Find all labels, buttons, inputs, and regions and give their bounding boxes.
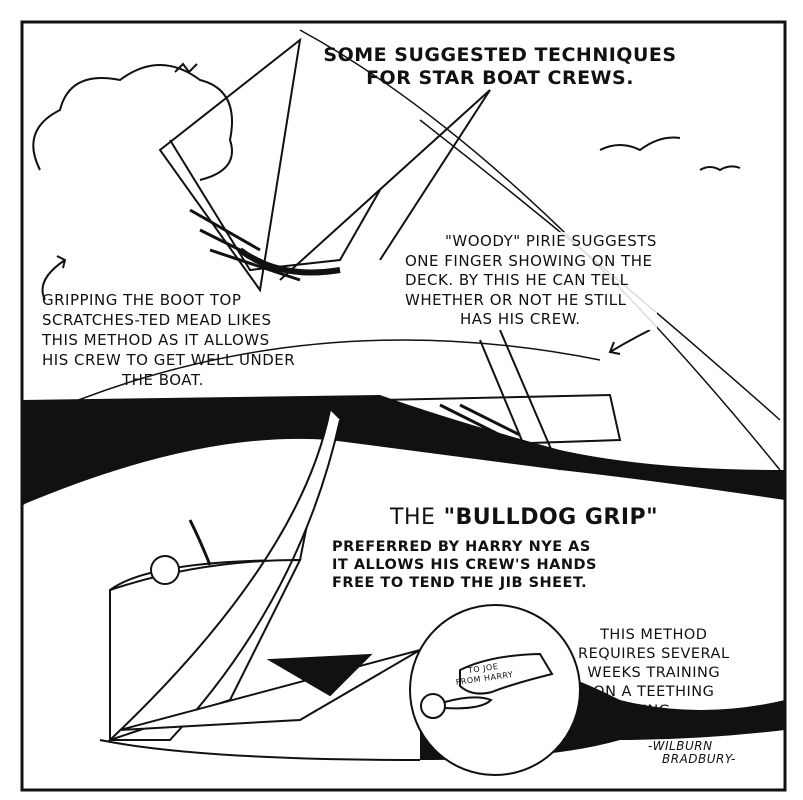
caption-line: deck. By this he can tell [405, 271, 629, 289]
artist-signature: -Wilburn Bradbury- [648, 740, 736, 766]
caption-line: his crew to get well under [42, 351, 296, 369]
title-line: for Star boat crews. [366, 67, 634, 89]
cloud [32, 64, 233, 181]
caption-line: requires several [578, 646, 730, 662]
caption-line: Gripping the boot top [42, 291, 242, 309]
caption-bulldog-name: "Bulldog Grip" [443, 505, 659, 530]
seagull [174, 62, 741, 172]
signature-line: -Wilburn [648, 739, 713, 753]
cartoon-title: Some suggested techniques for Star boat … [285, 44, 715, 90]
caption-line: ring. [631, 703, 676, 719]
caption-line: this method as it allows [42, 331, 270, 349]
caption-line: one finger showing on the [405, 251, 653, 270]
caption-line: preferred by Harry Nye as [332, 539, 591, 555]
caption-line: has his crew. [460, 310, 581, 328]
caption-bulldog: preferred by Harry Nye as it allows his … [332, 538, 597, 592]
caption-line: weeks training [587, 665, 721, 681]
arrow-icon [41, 255, 651, 355]
caption-line: scratches-Ted Mead likes [42, 311, 272, 329]
title-line: Some suggested techniques [323, 44, 677, 66]
caption-line: This method [600, 627, 708, 643]
caption-line: it allows his crew's hands [332, 557, 597, 573]
caption-word: The [390, 505, 436, 530]
caption-woody-pirie: "Woody" Pirie suggests one finger showin… [405, 232, 657, 330]
caption-line: "Woody" Pirie suggests [445, 232, 657, 250]
lower-boat [21, 406, 421, 761]
caption-line: the boat. [122, 371, 205, 389]
sea [22, 395, 785, 505]
caption-bulldog-heading: The "Bulldog Grip" [390, 505, 659, 532]
caption-line: whether or not he still [405, 290, 627, 309]
caption-line: on a teething [593, 684, 715, 700]
caption-line: free to tend the jib sheet. [332, 575, 588, 591]
teething-ring-icon [420, 652, 554, 719]
caption-teething-ring: This method requires several weeks train… [578, 626, 730, 721]
signature-line: Bradbury- [662, 752, 736, 766]
top-boat [158, 37, 491, 293]
caption-boot-top: Gripping the boot top scratches-Ted Mead… [42, 290, 295, 390]
